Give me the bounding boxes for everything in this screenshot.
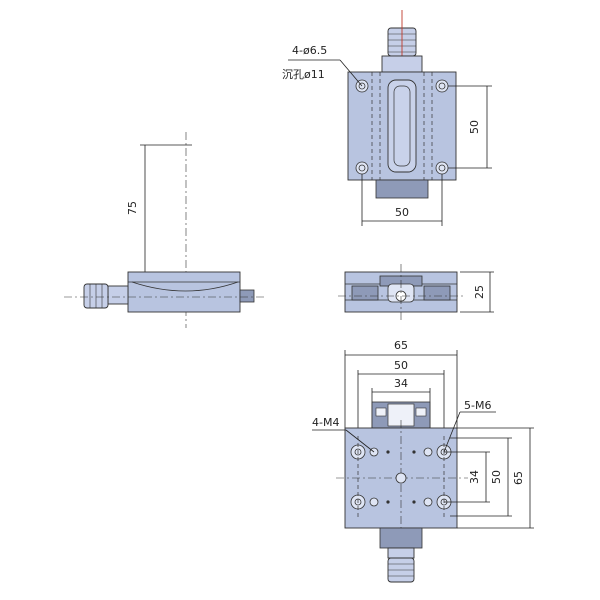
bottom-dim-right-34: 34	[468, 470, 481, 484]
top-bottom-block	[375, 179, 429, 199]
bottom-dim-right-50: 50	[490, 470, 503, 484]
side-screw	[239, 289, 255, 303]
side-view: 75	[64, 132, 264, 328]
bottom-label-m6: 5-M6	[464, 399, 491, 412]
bottom-dim-inner-width: 34	[394, 377, 408, 390]
side-knob-collar	[107, 285, 129, 305]
top-hole-bl	[355, 161, 369, 175]
top-hole-callout-1: 4-ø6.5	[292, 44, 327, 57]
bottom-lower-block	[379, 527, 423, 549]
top-hole-tr	[435, 79, 449, 93]
top-hole-br	[435, 161, 449, 175]
bottom-dim-overall-width: 65	[394, 339, 408, 352]
front-right-rail	[423, 285, 451, 301]
front-view: 25	[338, 264, 494, 322]
side-dim-travel: 75	[126, 201, 139, 215]
side-body	[127, 271, 241, 313]
bottom-dim-hole-width: 50	[394, 359, 408, 372]
top-knob-collar	[381, 55, 423, 73]
top-dim-vertical: 50	[468, 120, 481, 134]
bottom-dim-right-65: 65	[512, 471, 525, 485]
top-hole-callout-2: 沉孔ø11	[282, 68, 325, 81]
bottom-knob-collar	[387, 547, 415, 559]
bottom-view: 65 50 34	[312, 339, 534, 583]
front-left-rail	[351, 285, 379, 301]
bottom-label-m4: 4-M4	[312, 416, 339, 429]
top-view: 4-ø6.5 沉孔ø11 50 50	[282, 10, 492, 226]
top-dim-horizontal: 50	[395, 206, 409, 219]
front-dim-height: 25	[473, 285, 486, 299]
bottom-m4-holes	[369, 447, 433, 507]
top-center-slot	[387, 79, 417, 173]
